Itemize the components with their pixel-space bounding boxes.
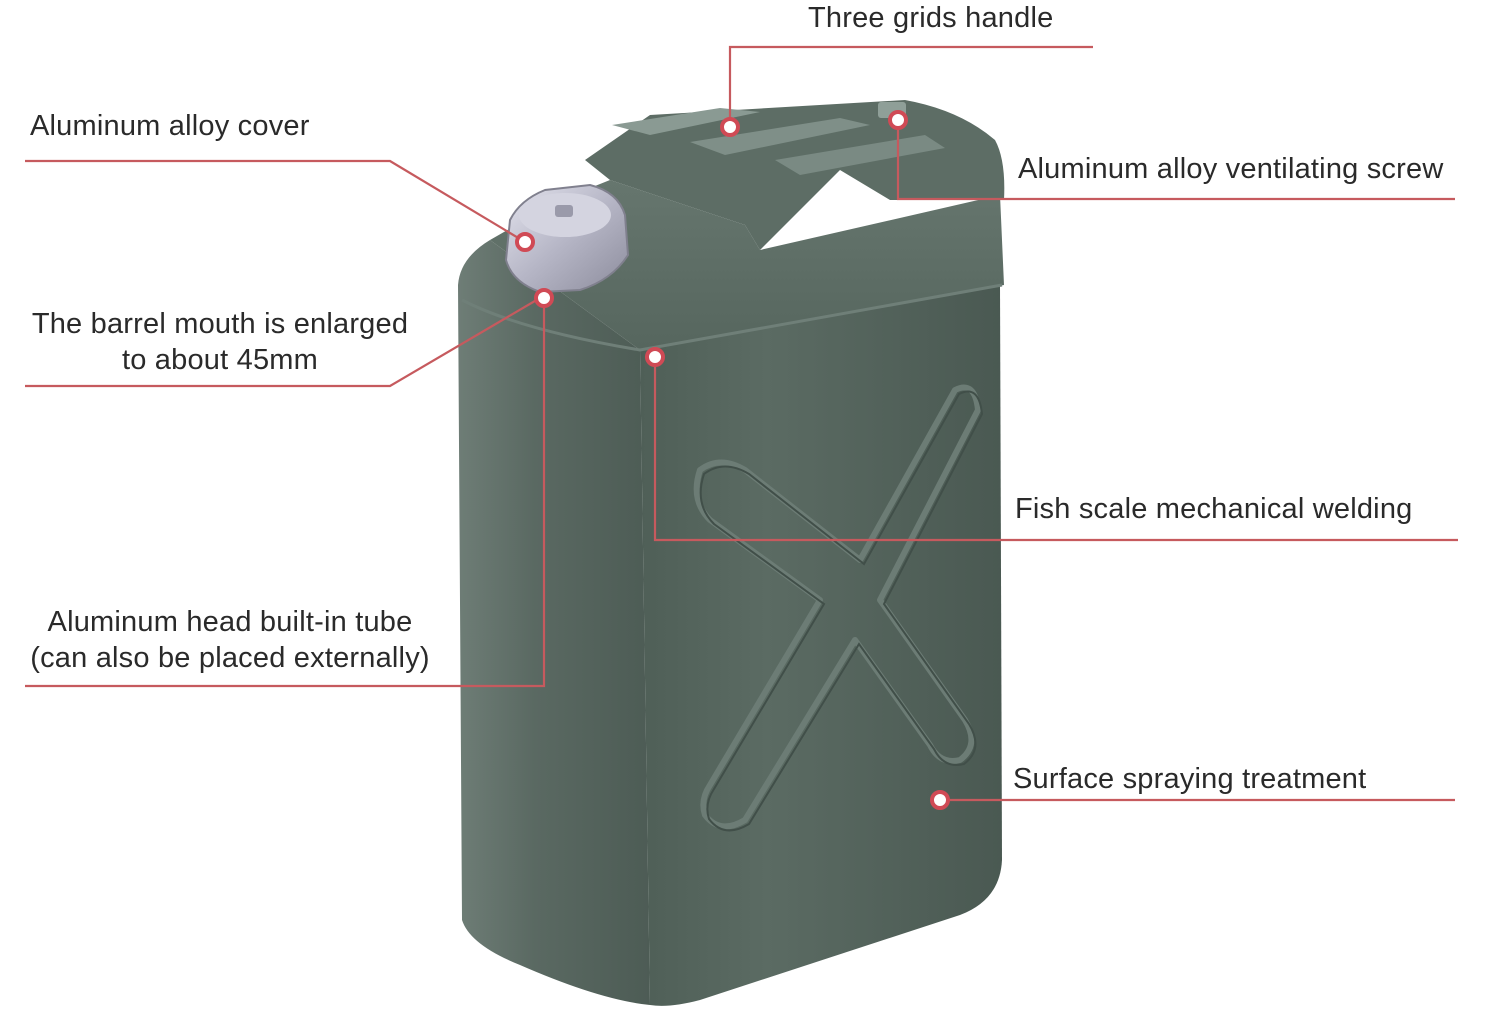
callout-line-handle xyxy=(728,45,1093,127)
callout-dot-icon xyxy=(645,347,665,367)
cap-nub xyxy=(555,205,573,217)
callout-line-cover xyxy=(25,159,526,243)
callout-line-mouth xyxy=(25,297,541,388)
label-built-in-tube-line2: (can also be placed externally) xyxy=(30,642,430,674)
callout-dot-icon xyxy=(515,232,535,252)
label-barrel-mouth-line2: to about 45mm xyxy=(121,344,319,376)
callout-line-welding xyxy=(653,357,1458,542)
can-front-face xyxy=(640,285,1002,1006)
label-aluminum-alloy-cover: Aluminum alloy cover xyxy=(30,110,310,142)
x-stamping-shadow xyxy=(699,390,984,832)
label-fish-scale-welding: Fish scale mechanical welding xyxy=(1015,493,1413,525)
can-side-face xyxy=(458,240,650,1005)
callout-dot-icon xyxy=(888,110,908,130)
callout-dot-icon xyxy=(534,288,554,308)
callout-dot-icon xyxy=(720,117,740,137)
can-handle-block xyxy=(585,100,1005,250)
callout-line-tube xyxy=(25,298,546,688)
callout-dots xyxy=(515,110,950,810)
label-barrel-mouth: The barrel mouth is enlarged to about 45… xyxy=(0,306,440,378)
callout-dot-icon xyxy=(930,790,950,810)
label-three-grids-handle: Three grids handle xyxy=(808,2,1054,34)
label-barrel-mouth-line1: The barrel mouth is enlarged xyxy=(31,308,409,340)
label-surface-spraying: Surface spraying treatment xyxy=(1013,763,1367,795)
x-stamping-1 xyxy=(693,384,981,830)
callout-line-vent xyxy=(896,120,1455,201)
callout-lines xyxy=(25,45,1458,802)
label-built-in-tube-line1: Aluminum head built-in tube xyxy=(47,606,413,638)
handle-bar-1 xyxy=(612,108,760,135)
handle-bar-3 xyxy=(775,135,945,175)
label-built-in-tube: Aluminum head built-in tube (can also be… xyxy=(0,604,460,676)
handle-bar-2 xyxy=(690,118,870,155)
label-ventilating-screw: Aluminum alloy ventilating screw xyxy=(1018,153,1444,185)
jerry-can-illustration xyxy=(458,100,1005,1006)
can-rim-ridge xyxy=(461,283,1003,352)
